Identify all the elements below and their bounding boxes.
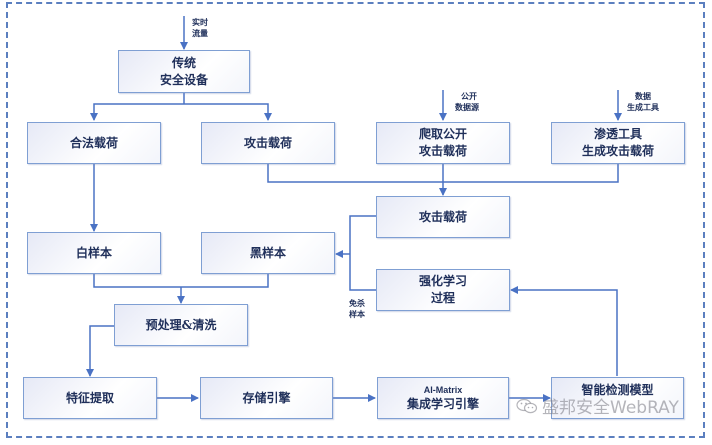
edge-rl-to-black (349, 254, 376, 291)
node-text: 集成学习引擎 (406, 396, 479, 411)
node-text: 攻击载荷 (418, 144, 467, 158)
node-text: 安全设备 (159, 72, 208, 87)
node-text: 过程 (430, 291, 455, 305)
node-text: 特征提取 (65, 390, 114, 405)
label-line: 免杀 (349, 298, 365, 308)
node-storage-engine: 存储引擎 (200, 377, 333, 419)
node-attack-payload: 攻击载荷 (201, 122, 335, 164)
node-white-sample: 白样本 (27, 232, 161, 274)
label-line: 数据 (635, 91, 651, 101)
node-legit-payload: 合法载荷 (27, 122, 161, 164)
node-text: 渗透工具 (593, 127, 642, 141)
node-text: 攻击载荷 (418, 209, 467, 224)
label-line: 流量 (192, 28, 208, 38)
label-public-data-source: 公开 数据源 (455, 91, 479, 113)
node-black-sample: 黑样本 (201, 232, 335, 274)
node-title: AI-Matrix (423, 384, 463, 395)
node-text: 白样本 (75, 245, 112, 260)
watermark-text: 盛邦安全WebRAY (542, 398, 679, 418)
edge-attack2-to-black (349, 215, 376, 254)
wechat-icon (516, 398, 538, 413)
node-reinforcement-learning: 强化学习 过程 (376, 269, 510, 311)
node-text: 智能检测模型 (581, 383, 654, 397)
node-text: 黑样本 (249, 245, 286, 260)
node-ai-matrix: AI-Matrix 集成学习引擎 (377, 377, 509, 419)
label-data-gen-tool: 数据 生成工具 (627, 91, 659, 113)
node-text: 预处理&清洗 (145, 317, 217, 332)
edge-to-legit (90, 103, 184, 121)
node-crawl-public-attack-payload: 爬取公开 攻击载荷 (376, 122, 510, 164)
node-text: 传统 (171, 55, 196, 70)
edge-to-attack (184, 103, 272, 121)
node-text: 强化学习 (418, 274, 467, 288)
edge-model-to-rl (510, 286, 618, 376)
label-evasion-sample: 免杀 样本 (349, 298, 365, 320)
edge-preprocess-to-feature (86, 325, 114, 377)
node-text: 爬取公开 (418, 127, 467, 141)
label-line: 实时 (192, 17, 208, 27)
label-line: 数据源 (455, 102, 479, 112)
node-attack-payload-merged: 攻击载荷 (376, 196, 510, 238)
label-line: 样本 (349, 309, 365, 319)
node-traditional-security-device: 传统 安全设备 (118, 50, 250, 93)
diagram-frame (6, 2, 705, 438)
watermark: 盛邦安全WebRAY (516, 393, 679, 418)
edge-white-merge (93, 274, 269, 288)
node-feature-extraction: 特征提取 (23, 377, 157, 419)
node-smart-detection-model: 智能检测模型 (551, 377, 684, 419)
node-text: 合法载荷 (69, 135, 118, 150)
node-text: 生成攻击载荷 (581, 144, 654, 158)
node-preprocess-clean: 预处理&清洗 (114, 304, 248, 346)
label-realtime-traffic: 实时 流量 (192, 17, 208, 39)
node-text: 存储引擎 (242, 390, 291, 405)
node-pentest-tool-generate-payload: 渗透工具 生成攻击载荷 (551, 122, 685, 164)
node-text: 攻击载荷 (243, 135, 292, 150)
label-line: 生成工具 (627, 102, 659, 112)
label-line: 公开 (461, 91, 477, 101)
